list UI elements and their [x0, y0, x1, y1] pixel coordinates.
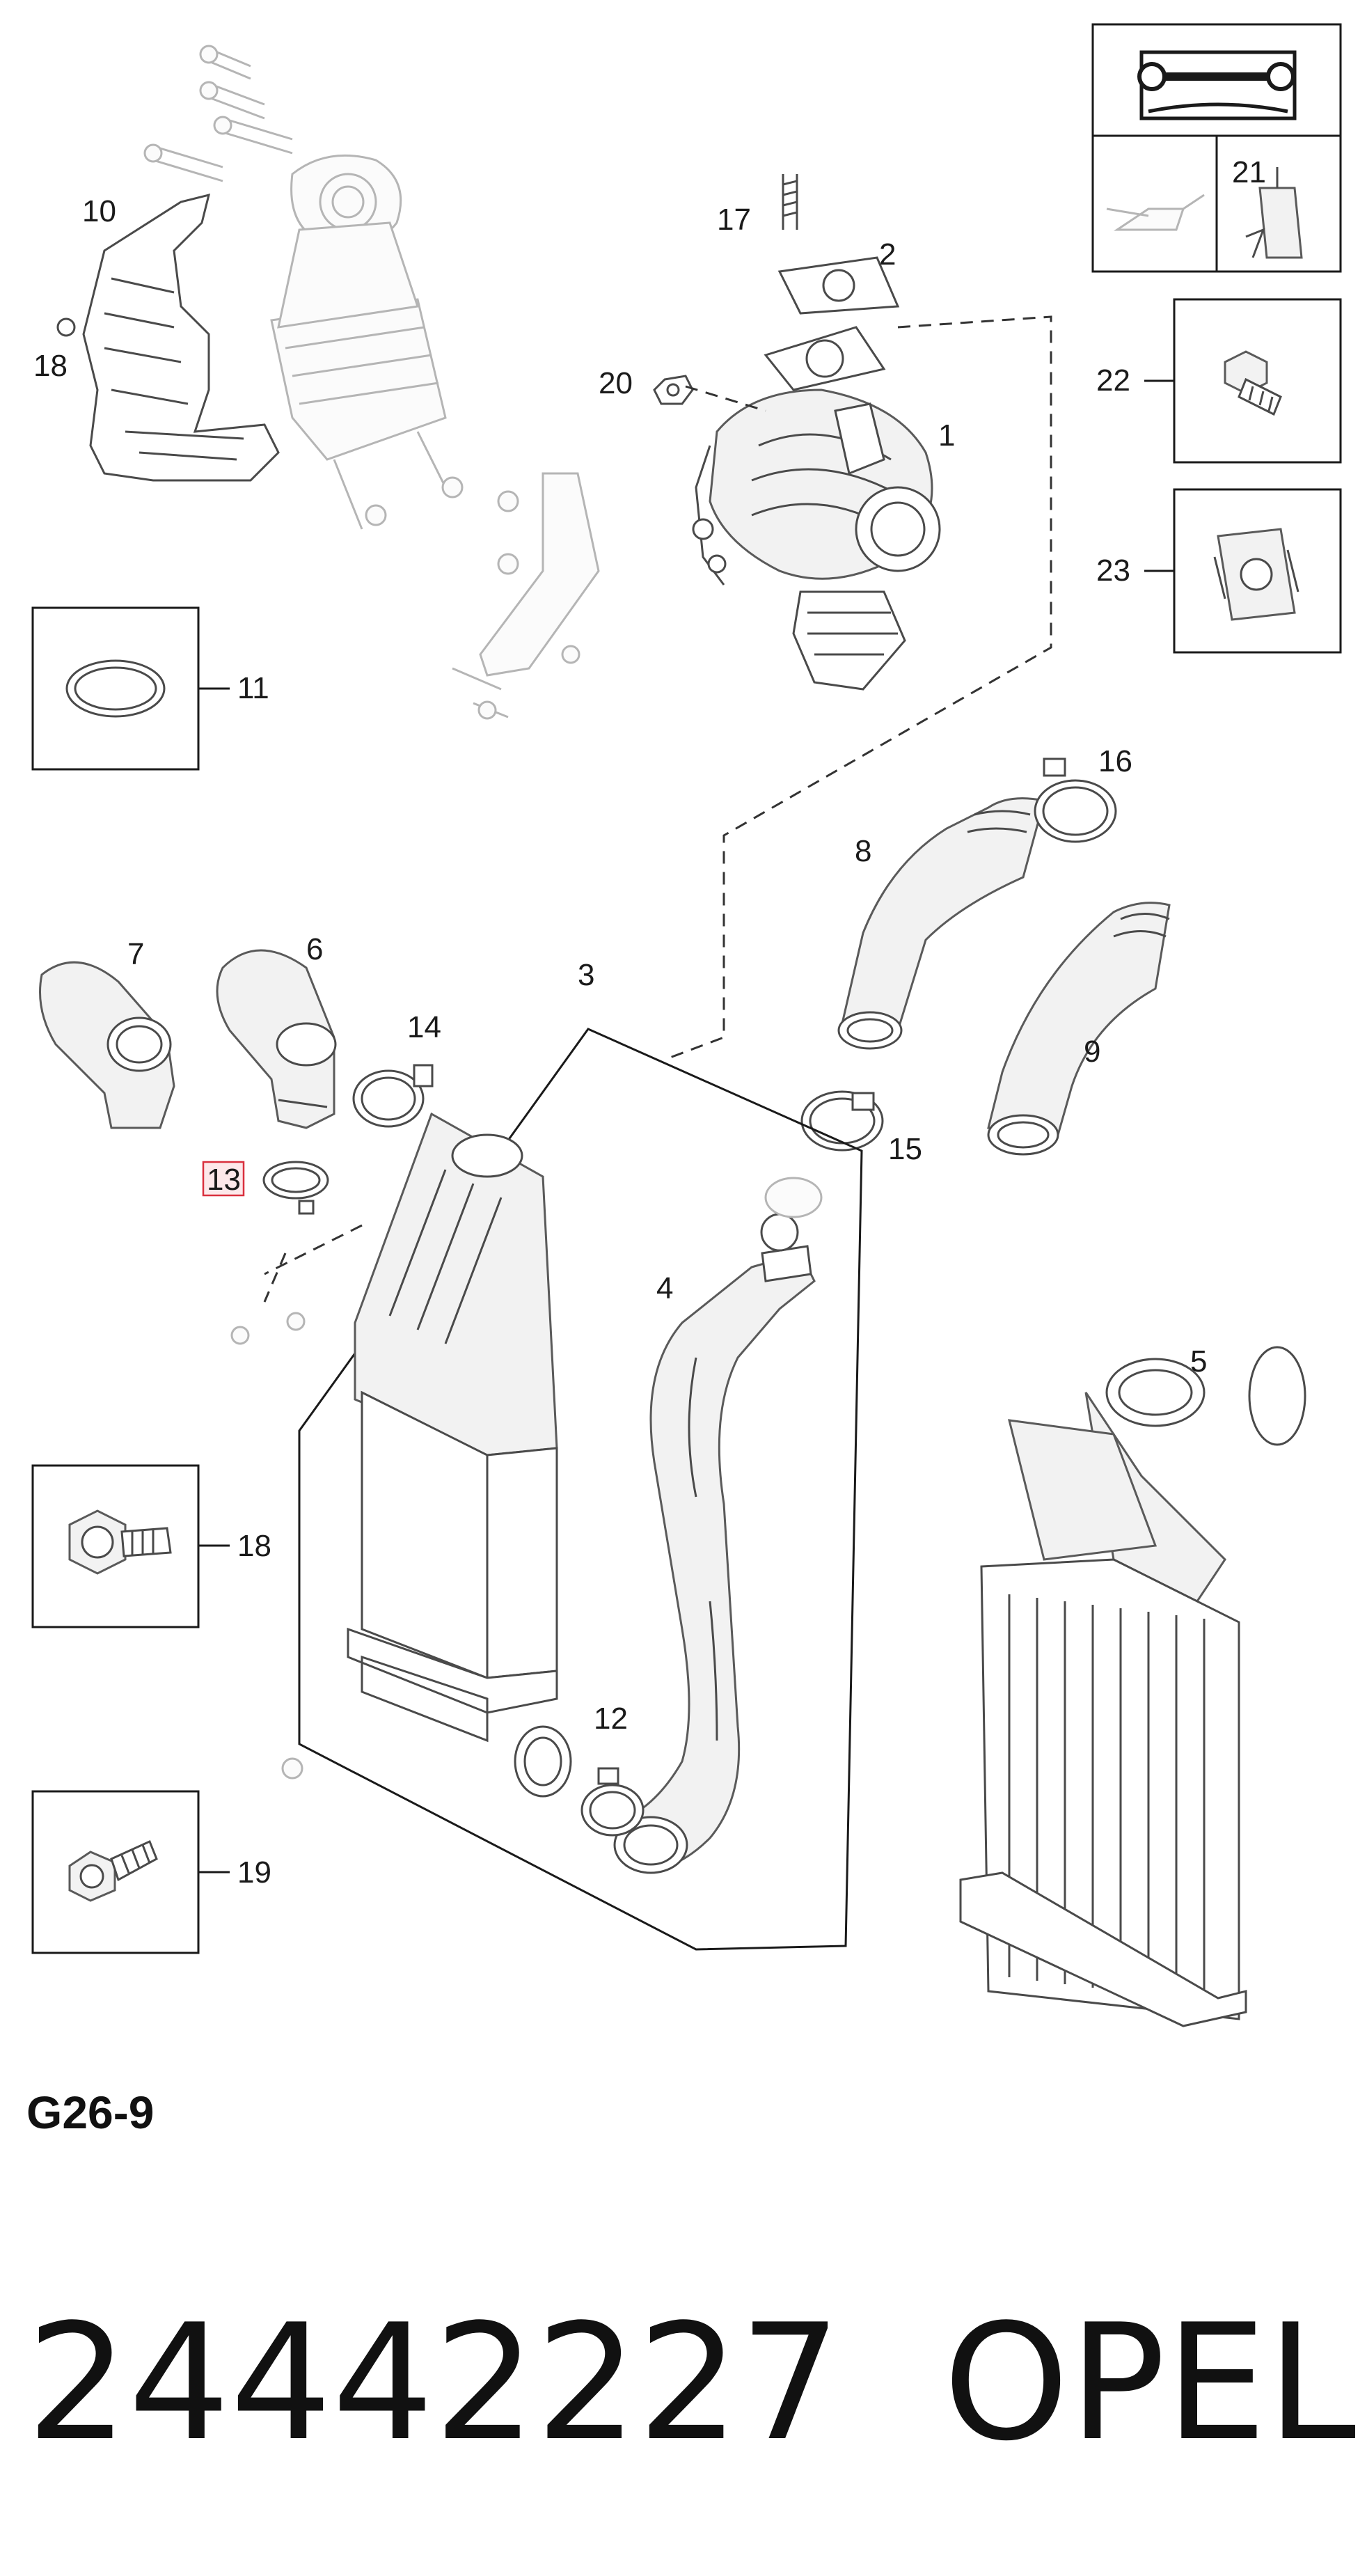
diagram-code: G26-9: [26, 2087, 154, 2138]
part-box-23[interactable]: [1144, 488, 1342, 654]
o-ring-faint: [764, 1177, 823, 1218]
callout-11: 11: [237, 671, 269, 705]
callout-labels: 1 2 3 4 5 6 7 8 9 10 11 12 15 14 16 17 1…: [33, 155, 1266, 1890]
callout-19: 19: [237, 1855, 271, 1890]
callout-2: 2: [879, 237, 896, 272]
callout-14: 14: [407, 1010, 441, 1044]
part-box-19[interactable]: [31, 1790, 230, 1954]
callout-21: 21: [1232, 155, 1266, 189]
small-bolt: [281, 1757, 303, 1780]
hose-part-9: [987, 902, 1171, 1156]
clamp-part-16: [1034, 757, 1117, 843]
info-icon-panel: [1091, 23, 1342, 273]
callout-20: 20: [599, 366, 633, 400]
small-bolt: [230, 1326, 250, 1345]
oil-can-icon: [1106, 194, 1205, 231]
intercooler-in-assembly: [347, 1112, 572, 1798]
assembly-outline-part-3: [298, 1028, 863, 1951]
clamp-part-15: [800, 1090, 884, 1152]
turbocharger-part-1: [653, 174, 941, 691]
callout-3: 3: [578, 958, 594, 992]
clamp-part-12: [580, 1767, 645, 1837]
callout-8: 8: [855, 834, 871, 868]
callout-10: 10: [82, 194, 116, 228]
svg-text:13: 13: [207, 1163, 241, 1197]
book-wrench-icon: [1137, 50, 1297, 120]
brand-name: OPEL: [943, 2291, 1356, 2476]
highlighted-callout-13[interactable]: 13: [202, 1161, 245, 1197]
callout-1: 1: [938, 418, 955, 453]
assembly-dashed-guides: [263, 315, 1052, 1303]
small-bolt: [286, 1312, 306, 1331]
callout-15: 15: [888, 1132, 922, 1166]
callout-12: 12: [594, 1702, 628, 1736]
charge-air-tube-part-4: [611, 1213, 816, 1874]
callout-4: 4: [656, 1271, 673, 1305]
clamp-part-13: [262, 1161, 329, 1215]
callout-17: 17: [717, 203, 751, 237]
hose-part-6: [216, 949, 337, 1129]
callout-5: 5: [1190, 1344, 1207, 1379]
callout-18-top: 18: [33, 349, 68, 383]
callout-22: 22: [1096, 363, 1130, 398]
part-box-22[interactable]: [1144, 298, 1342, 464]
heat-shield-part-10: [56, 193, 280, 482]
callout-9: 9: [1084, 1035, 1100, 1069]
callout-7: 7: [127, 937, 144, 971]
part-number: 24442227: [26, 2291, 841, 2476]
clamp-part-14: [352, 1064, 434, 1128]
callout-16: 16: [1098, 744, 1132, 778]
callout-18-box: 18: [237, 1529, 271, 1563]
catalytic-converter-assembly: [143, 45, 600, 720]
sealant-tube-icon: [1245, 167, 1303, 259]
intercooler-part-5: [959, 1346, 1306, 2027]
part-box-18[interactable]: [31, 1464, 230, 1628]
callout-6: 6: [306, 932, 323, 966]
callout-23: 23: [1096, 553, 1130, 588]
hose-part-7: [39, 961, 175, 1129]
hose-part-8: [837, 797, 1045, 1050]
part-box-11[interactable]: [31, 606, 230, 771]
